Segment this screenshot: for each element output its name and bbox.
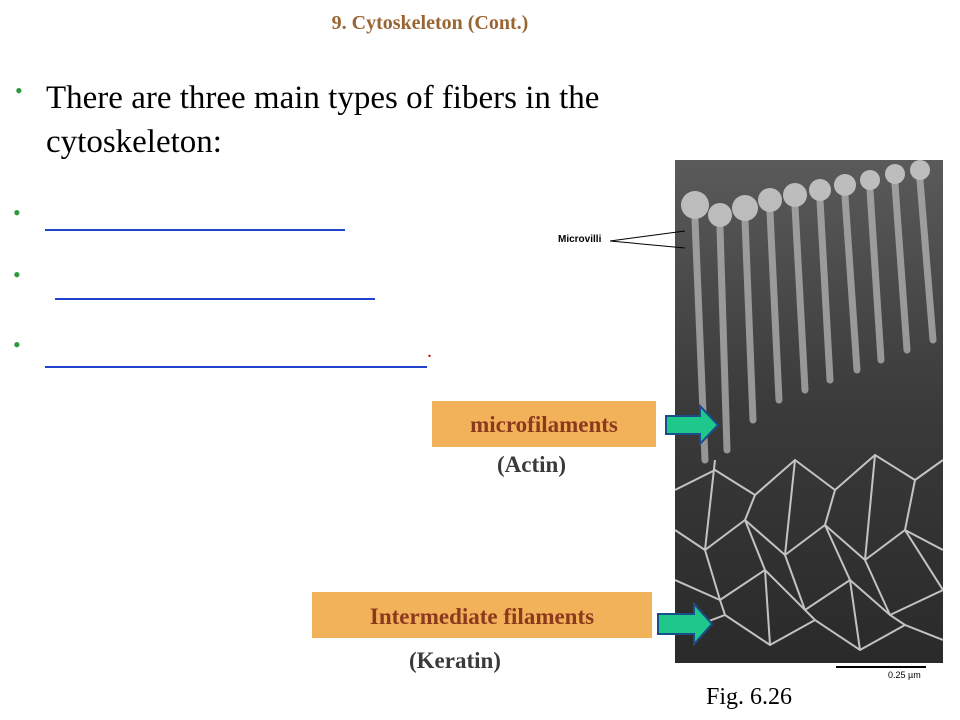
blank-3-period: . xyxy=(427,340,432,362)
micrograph-image xyxy=(675,160,943,663)
bullet-dot-1: • xyxy=(13,200,21,225)
bullet-dot-intro: • xyxy=(15,78,23,103)
bullet-dot-2: • xyxy=(13,262,21,287)
scale-label: 0.25 µm xyxy=(888,670,921,680)
intro-text: There are three main types of fibers in … xyxy=(46,80,600,160)
figure-caption: Fig. 6.26 xyxy=(706,684,793,710)
slide-title: 9. Cytoskeleton (Cont.) xyxy=(331,12,529,34)
intermediate-filaments-label: Intermediate filaments xyxy=(312,592,652,638)
microvilli-pointer-lines xyxy=(610,230,686,249)
actin-label: (Actin) xyxy=(497,452,566,477)
fill-in-blank-1 xyxy=(45,229,345,231)
microvilli-label: Microvilli xyxy=(558,234,602,245)
microfilaments-arrow-icon xyxy=(665,404,720,446)
scale-bar xyxy=(836,666,926,668)
intermediate-arrow-icon xyxy=(657,602,714,646)
microfilaments-label: microfilaments xyxy=(432,401,656,447)
electron-micrograph xyxy=(675,160,943,663)
bullet-dot-3: • xyxy=(13,332,21,357)
keratin-label: (Keratin) xyxy=(409,648,501,673)
fill-in-blank-3 xyxy=(45,366,427,368)
fill-in-blank-2 xyxy=(55,298,375,300)
